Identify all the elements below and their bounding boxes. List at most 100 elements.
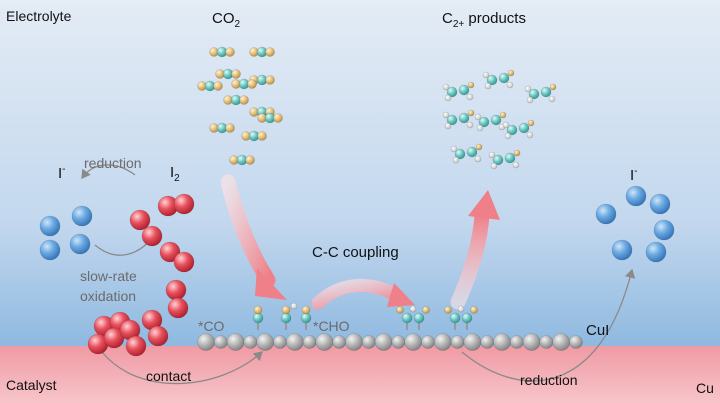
iodide-ion <box>71 205 93 227</box>
hydrogen-atom <box>482 71 490 79</box>
iodine-atom <box>159 241 181 263</box>
electrolyte-label: Electrolyte <box>6 8 72 24</box>
carbon-atom <box>446 114 458 126</box>
catalyst-label: Catalyst <box>6 377 57 393</box>
cui-reduction-arrow <box>461 268 636 382</box>
oxygen-atom <box>253 305 263 315</box>
reduction-top-label: reduction <box>84 155 142 171</box>
carbon-atom <box>446 86 458 98</box>
carbon-atom <box>492 154 504 166</box>
cu-label: Cu <box>696 380 714 396</box>
oxygen-atom <box>257 131 267 141</box>
hydrogen-atom <box>442 111 450 119</box>
carbon-atom <box>478 116 490 128</box>
cui-atom <box>226 333 245 351</box>
molecule-layer <box>39 46 675 357</box>
iodine-atom <box>141 225 163 247</box>
cui-atom <box>214 335 228 349</box>
hydrogen-atom <box>488 151 496 159</box>
reduction-cycle-arrow <box>81 164 136 180</box>
cui-atom <box>463 333 482 351</box>
iodine-atom <box>173 251 195 273</box>
oxygen-atom <box>549 83 557 91</box>
carbon-atom <box>461 312 473 324</box>
cui-atom <box>243 335 258 349</box>
hydrogen-atom <box>466 93 474 101</box>
reduction-bottom-label: reduction <box>520 372 578 388</box>
iodide-ion <box>69 233 91 255</box>
oxidation-label: oxidation <box>80 288 137 304</box>
oxygen-atom <box>444 306 452 314</box>
hydrogen-atom <box>524 85 532 93</box>
carbon-atom <box>413 312 425 324</box>
iodide-ion <box>649 193 671 215</box>
carbon-atom <box>506 124 518 136</box>
carbon-atom <box>498 72 510 84</box>
iodine-atom <box>125 335 147 357</box>
hydrogen-atom <box>452 156 460 164</box>
c2-products-label: C2+ products <box>442 10 526 30</box>
hydrogen-atom <box>526 96 534 104</box>
carbon-atom <box>401 312 413 324</box>
hydrogen-atom <box>506 81 514 89</box>
cui-atom <box>552 333 571 351</box>
oxygen-atom <box>265 75 275 85</box>
hydrogen-atom <box>490 162 498 170</box>
hydrogen-atom <box>457 305 465 313</box>
carbon-atom <box>458 84 470 96</box>
cui-atom <box>361 335 376 349</box>
contact-arrow <box>101 351 263 385</box>
oxygen-atom <box>225 47 235 57</box>
contact-label: contact <box>146 368 192 384</box>
iodide-ion <box>39 215 61 237</box>
cui-atom <box>522 333 541 351</box>
cui-atom <box>404 333 423 351</box>
cui-atom <box>315 333 334 351</box>
carbon-atom <box>454 148 466 160</box>
iodine-atom <box>165 279 187 301</box>
hydrogen-atom <box>474 155 482 163</box>
oxygen-atom <box>396 306 404 314</box>
oxygen-atom <box>225 123 235 133</box>
hydrogen-atom <box>444 122 452 130</box>
hydrogen-atom <box>504 132 512 140</box>
hydrogen-atom <box>548 95 556 103</box>
cui-atom <box>256 333 275 351</box>
oxygen-atom <box>422 306 430 314</box>
cui-atom <box>480 335 495 349</box>
desorption-arrow <box>450 207 490 310</box>
carbon-atom <box>280 312 292 324</box>
oxygen-atom <box>507 69 515 77</box>
cui-atom <box>332 335 347 349</box>
oxygen-atom <box>265 47 275 57</box>
iodide-ion <box>595 203 617 225</box>
iodide-right-label: I- <box>630 166 638 184</box>
iodine-atom <box>147 325 169 347</box>
oxygen-atom <box>301 305 311 315</box>
co2-adsorption-arrowhead <box>255 268 287 300</box>
carbon-atom <box>458 112 470 124</box>
cui-atom <box>273 335 287 349</box>
cc-coupling-label: C-C coupling <box>312 244 399 261</box>
catalyst-region <box>0 346 720 403</box>
cui-atom <box>285 333 304 351</box>
iodine-atom <box>167 297 189 319</box>
oxygen-atom <box>470 306 478 314</box>
carbon-atom <box>486 74 498 86</box>
cui-atom <box>569 335 583 349</box>
oxygen-atom <box>513 149 521 157</box>
iodide-ion <box>625 185 647 207</box>
hydrogen-atom <box>450 145 458 153</box>
hydrogen-atom <box>526 131 534 139</box>
cc-coupling-arrow <box>311 279 405 310</box>
iodide-ion <box>645 241 667 263</box>
iodine-atom <box>129 209 151 231</box>
oxygen-atom <box>273 113 283 123</box>
iodide-ion <box>653 219 675 241</box>
oxygen-atom <box>467 109 475 117</box>
hydrogen-atom <box>484 82 492 90</box>
oxygen-atom <box>247 79 257 89</box>
hydrogen-atom <box>476 124 484 132</box>
oxygen-atom <box>281 305 291 315</box>
